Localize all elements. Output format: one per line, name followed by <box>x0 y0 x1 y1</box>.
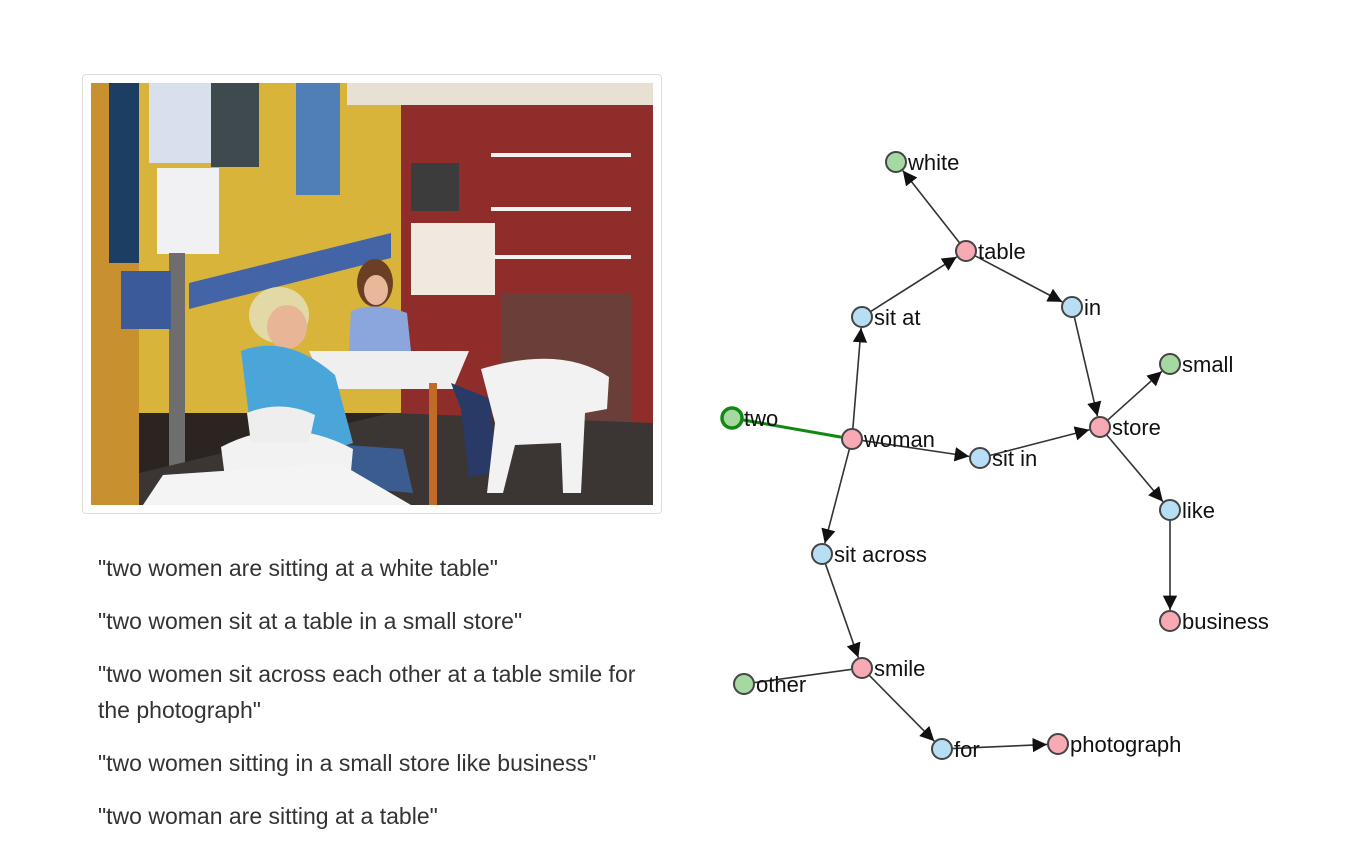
node-white[interactable]: white <box>885 150 959 175</box>
caption-list: "two women are sitting at a white table"… <box>98 550 658 851</box>
node-for[interactable]: for <box>931 737 980 762</box>
node-label: sit in <box>992 446 1037 471</box>
node-label: woman <box>863 427 935 452</box>
caption-item: "two women are sitting at a white table" <box>98 555 498 581</box>
node-sit-in[interactable]: sit in <box>969 446 1037 471</box>
edge-store-to-small <box>1106 370 1163 421</box>
node-circle <box>720 406 744 430</box>
node-other[interactable]: other <box>733 672 806 697</box>
edge-woman-to-sit-at <box>852 327 868 430</box>
node-circle <box>1159 499 1181 521</box>
node-label: in <box>1084 295 1101 320</box>
node-label: table <box>978 239 1026 264</box>
caption-item: "two women sitting in a small store like… <box>98 750 597 776</box>
edge-other-to-smile <box>753 668 852 684</box>
node-table[interactable]: table <box>955 239 1026 264</box>
node-circle <box>885 151 907 173</box>
node-circle <box>851 306 873 328</box>
node-circle <box>1159 353 1181 375</box>
caption-item: "two woman are sitting at a table" <box>98 803 438 829</box>
photo <box>91 83 653 505</box>
node-label: photograph <box>1070 732 1181 757</box>
node-circle <box>733 673 755 695</box>
node-circle <box>931 738 953 760</box>
photo-frame <box>82 74 662 514</box>
node-label: small <box>1182 352 1233 377</box>
node-woman[interactable]: woman <box>841 427 935 452</box>
node-sit-across[interactable]: sit across <box>811 542 927 567</box>
node-photograph[interactable]: photograph <box>1047 732 1181 757</box>
scene-graph: white table sit at in small two woman sit in sto… <box>720 150 1269 762</box>
node-circle <box>1061 296 1083 318</box>
edge-woman-to-sit-across <box>821 448 851 544</box>
edge-sit-across-to-smile <box>824 563 861 658</box>
edge-in-to-store <box>1073 316 1102 417</box>
edge-smile-to-for <box>868 674 935 742</box>
node-label: for <box>954 737 980 762</box>
node-label: sit at <box>874 305 920 330</box>
node-circle <box>1089 416 1111 438</box>
edge-sit-at-to-table <box>870 256 958 313</box>
caption-item: "two women sit at a table in a small sto… <box>98 608 523 634</box>
edge-for-to-photograph <box>951 737 1048 753</box>
node-like[interactable]: like <box>1159 498 1215 523</box>
node-smile[interactable]: smile <box>851 656 925 681</box>
node-sit-at[interactable]: sit at <box>851 305 920 330</box>
node-circle <box>811 543 833 565</box>
edge-sit-in-to-store <box>989 426 1090 457</box>
node-label: business <box>1182 609 1269 634</box>
edge-woman-to-sit-in <box>861 439 970 462</box>
node-business[interactable]: business <box>1159 609 1269 634</box>
node-label: smile <box>874 656 925 681</box>
edge-store-to-like <box>1105 434 1164 503</box>
node-circle <box>955 240 977 262</box>
node-label: white <box>907 150 959 175</box>
node-label: two <box>744 406 778 431</box>
node-store[interactable]: store <box>1089 415 1161 440</box>
node-label: like <box>1182 498 1215 523</box>
node-label: other <box>756 672 806 697</box>
node-in[interactable]: in <box>1061 295 1101 320</box>
node-small[interactable]: small <box>1159 352 1233 377</box>
node-two[interactable]: two <box>720 406 778 431</box>
node-circle <box>1047 733 1069 755</box>
node-circle <box>1159 610 1181 632</box>
edge-table-to-white <box>902 170 961 244</box>
node-circle <box>841 428 863 450</box>
edge-two-to-woman <box>741 418 842 439</box>
node-label: sit across <box>834 542 927 567</box>
node-label: store <box>1112 415 1161 440</box>
edge-table-to-in <box>974 254 1063 303</box>
caption-item: "two women sit across each other at a ta… <box>98 661 636 723</box>
node-circle <box>851 657 873 679</box>
node-circle <box>969 447 991 469</box>
